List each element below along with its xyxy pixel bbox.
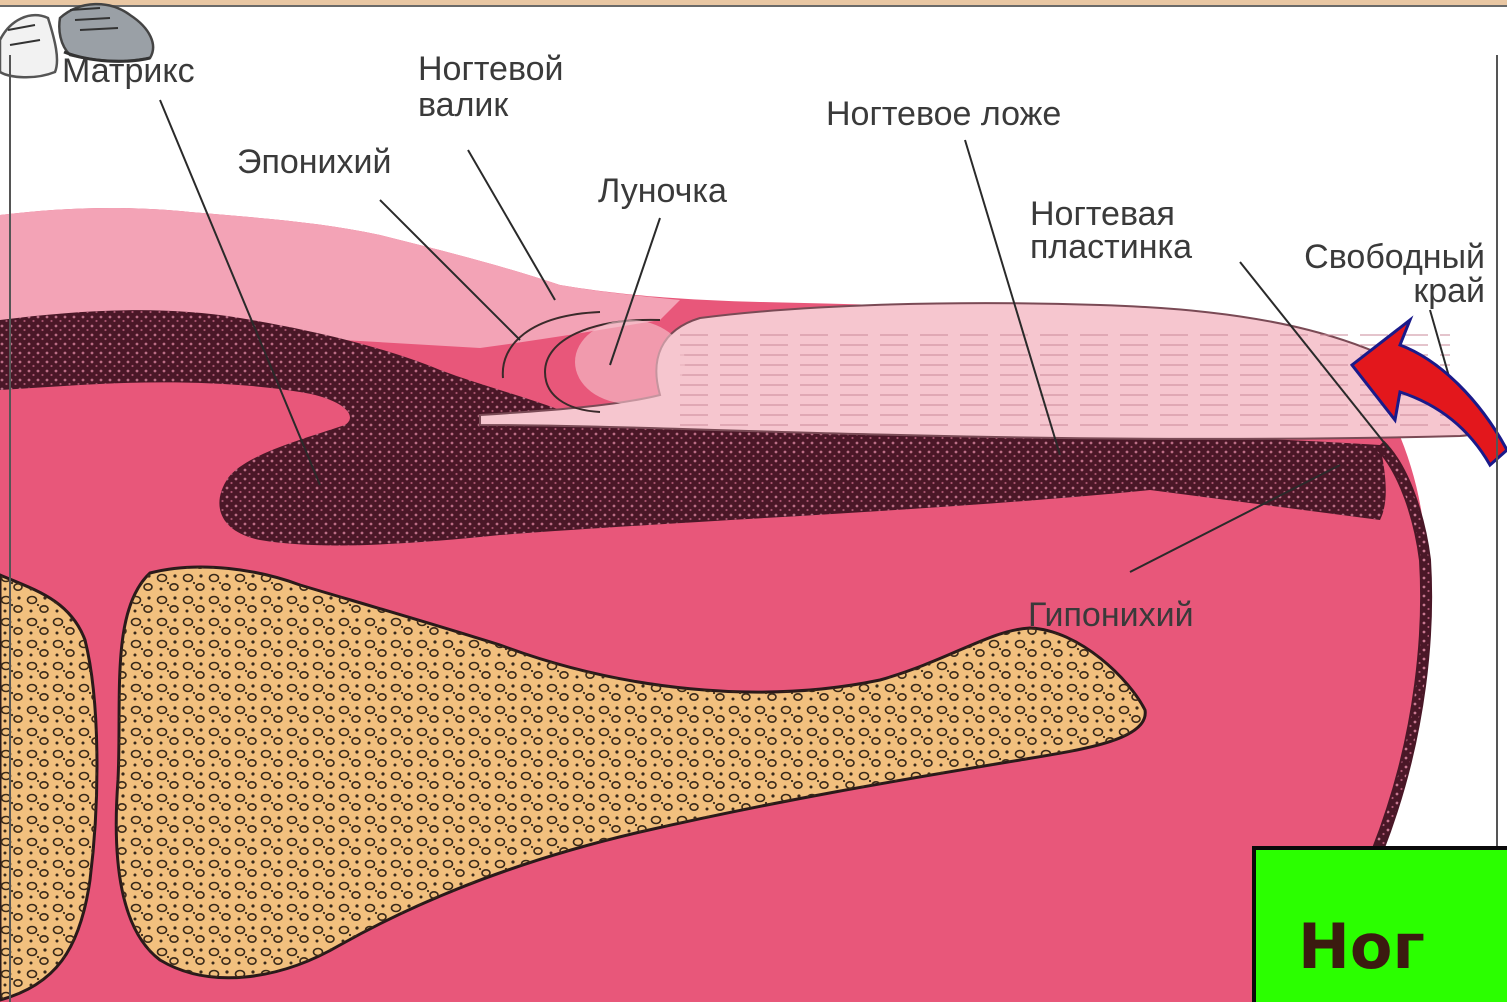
label-lunula: Луночка [598, 172, 727, 210]
label-free-edge-line2: край [1413, 272, 1485, 310]
label-nail-fold-line1: Ногтевой [418, 50, 564, 88]
title-text: Ног [1298, 910, 1425, 983]
label-nail-plate-line2: пластинка [1030, 228, 1192, 266]
label-free-edge-line1: Свободный [1304, 238, 1485, 276]
lunula [575, 320, 685, 404]
label-nail-fold-line2: валик [418, 86, 508, 124]
title-box: Ног [1252, 846, 1507, 1002]
label-hyponychium: Гипонихий [1028, 596, 1194, 634]
label-matrix: Матрикс [62, 52, 195, 90]
label-eponychium: Эпонихий [237, 143, 392, 181]
label-nail-bed: Ногтевое ложе [826, 95, 1061, 133]
